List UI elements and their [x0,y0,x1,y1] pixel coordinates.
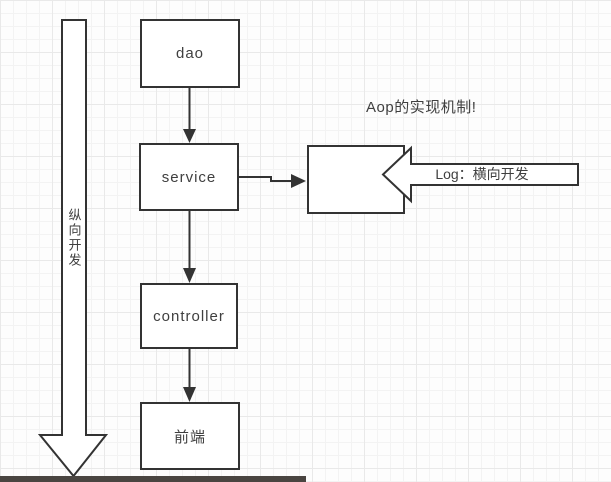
bottom-edge-strip [0,476,306,482]
log-horizontal-arrow-label: Log：横向开发 [435,166,529,182]
aop-mechanism-title: Aop的实现机制! [366,99,477,116]
flow-arrow-service-aopbox [239,174,306,188]
flow-arrow-dao-service [183,88,196,143]
node-frontend-label: 前端 [173,428,206,446]
node-dao: dao [140,19,240,88]
node-dao-label: dao [175,45,205,62]
flow-arrow-service-controller [183,211,196,283]
node-controller-label: controller [153,307,225,325]
flow-arrow-controller-frontend [183,349,196,402]
vertical-development-label: 纵向开发 [66,208,82,268]
node-aop-box [307,145,405,214]
node-frontend: 前端 [140,402,240,470]
node-service: service [139,143,239,211]
node-service-label: service [161,168,217,186]
node-controller: controller [140,283,238,349]
